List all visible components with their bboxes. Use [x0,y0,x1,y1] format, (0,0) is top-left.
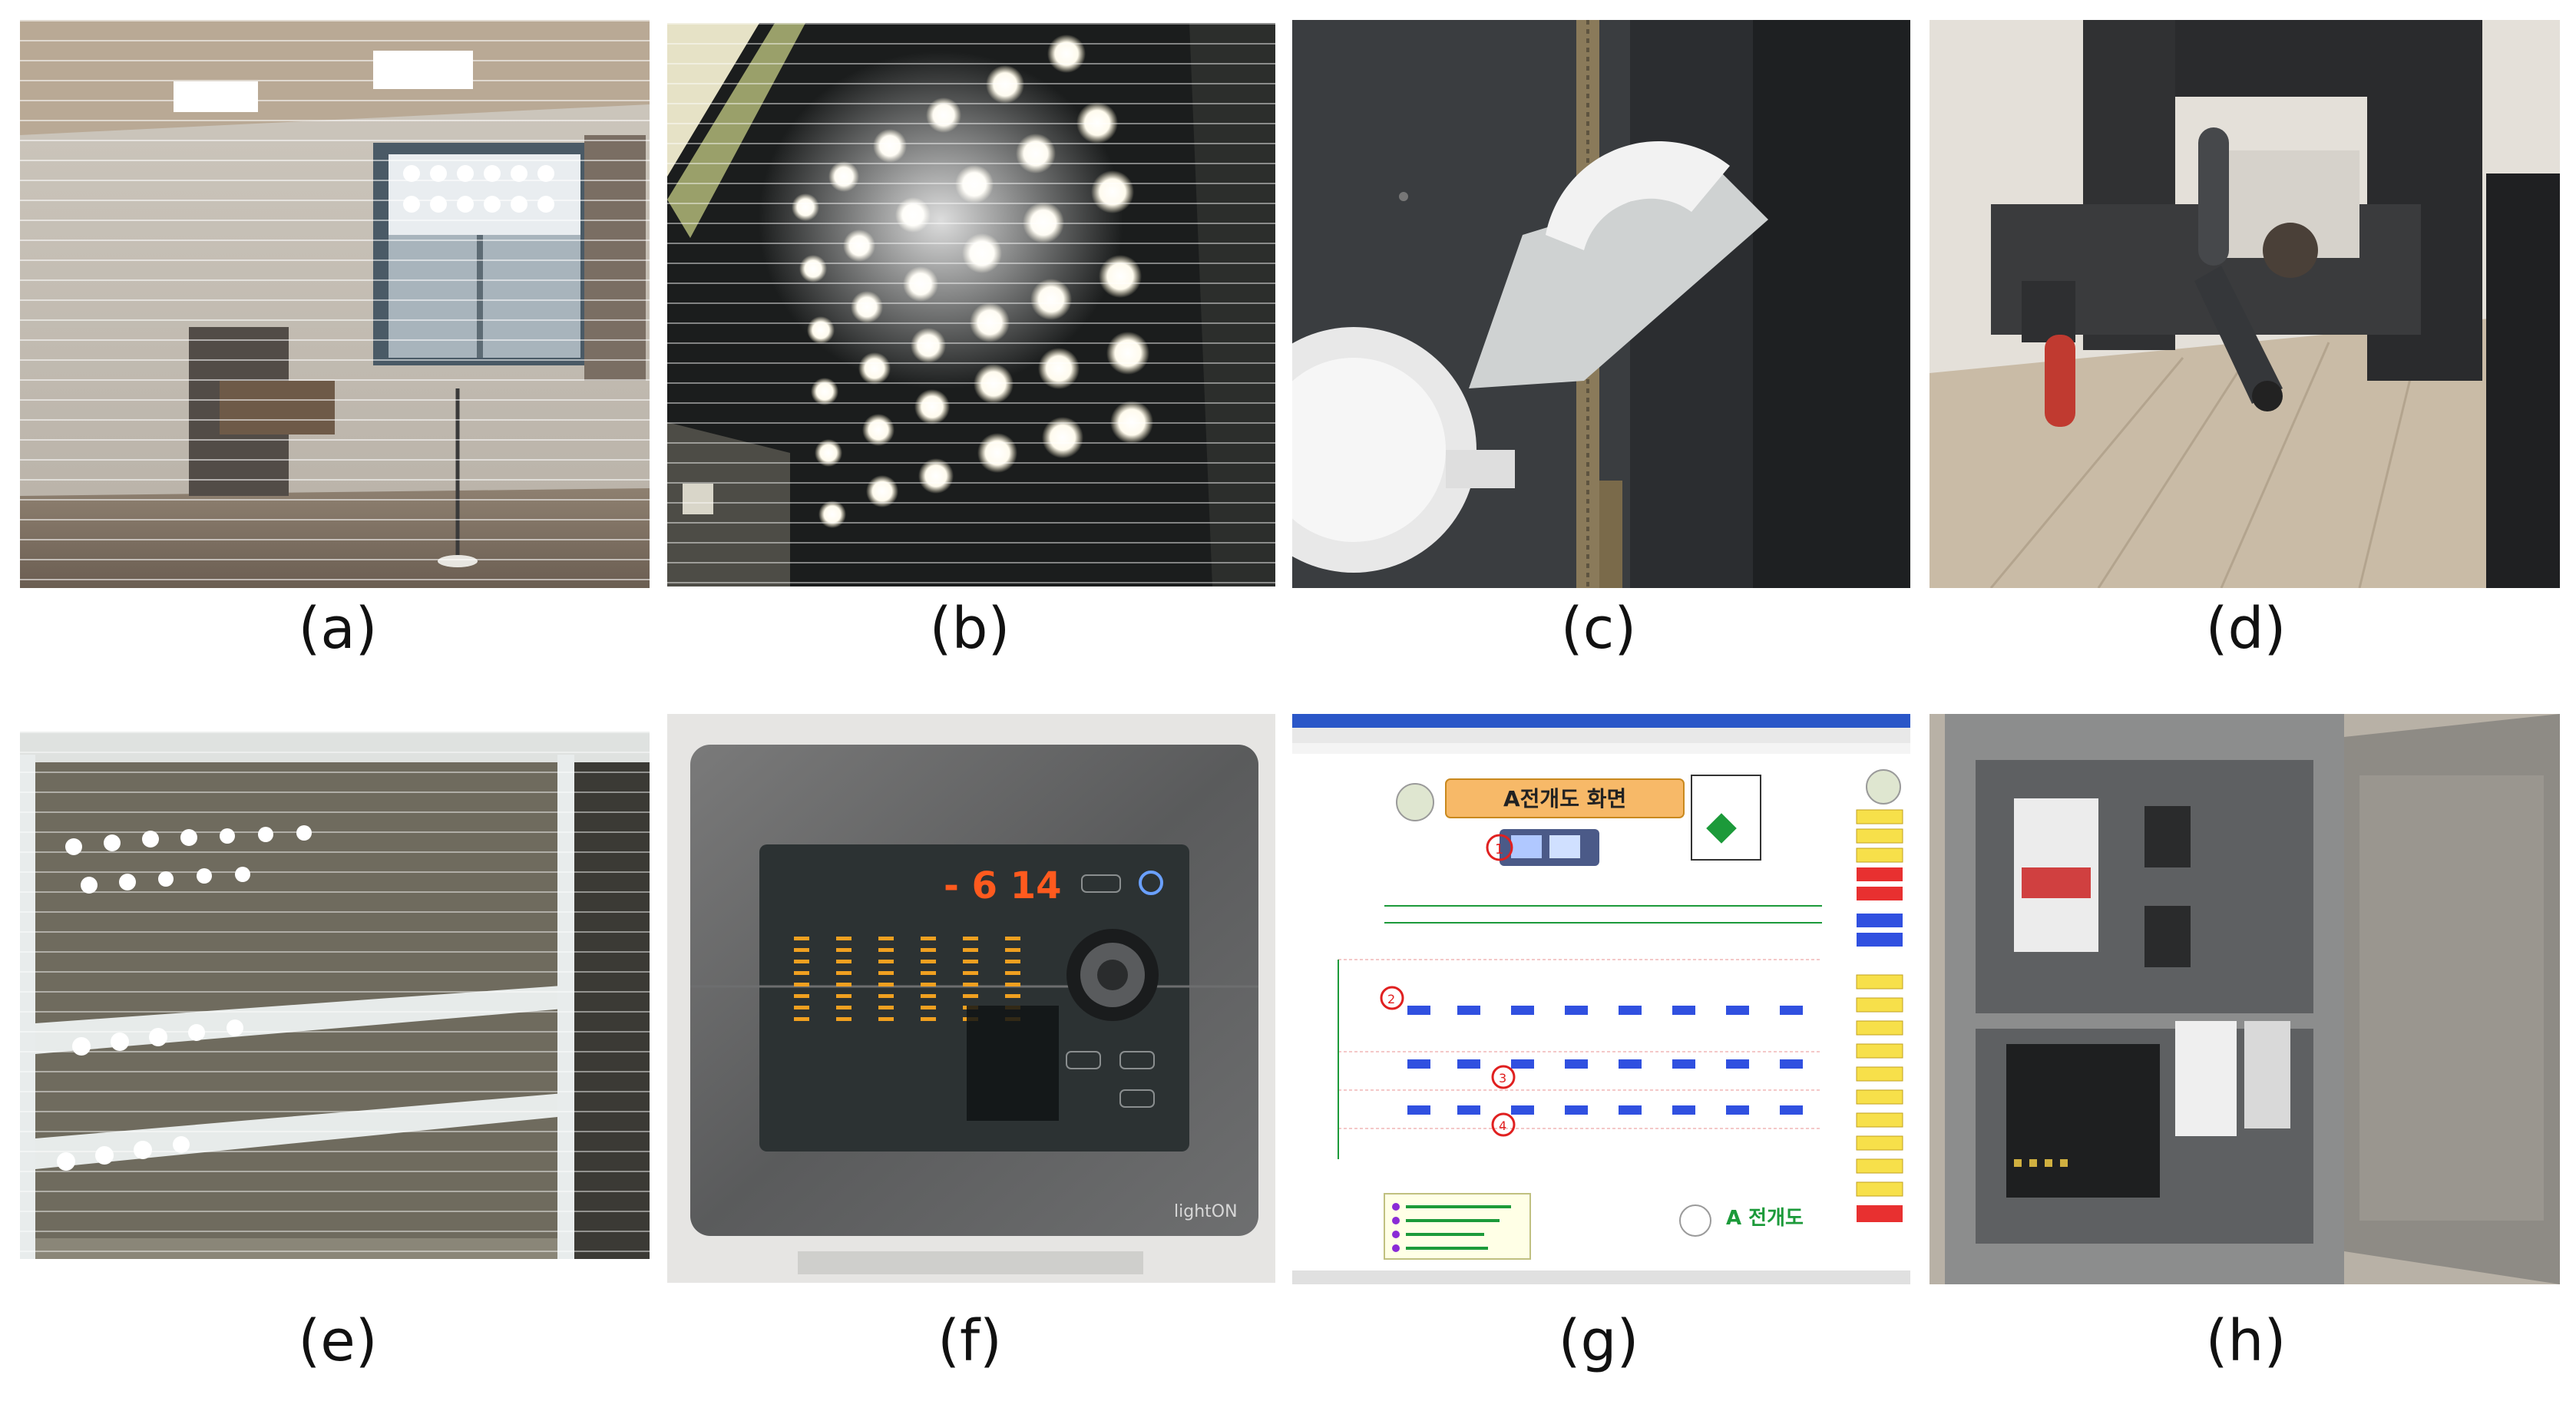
marker-3: 3 [1499,1071,1506,1085]
photo-f-control-panel: - 6 14 lightON [667,714,1275,1283]
caption-b: (b) [929,596,1010,662]
photo-g-monitoring-screen: A전개도 화면 1 2 3 4 A 전개도 [1292,714,1910,1284]
caption-e: (e) [298,1308,378,1374]
photo-h-electrical-cabinet [1930,714,2560,1284]
panel-f-brand: lightON [1174,1202,1238,1221]
marker-4: 4 [1499,1118,1506,1133]
photo-b-led-light-array [667,23,1275,587]
photo-c-angle-gauge [1292,20,1910,588]
panel-f-display: - 6 14 [944,864,1062,907]
caption-h: (h) [2205,1308,2287,1374]
photo-a-test-room [20,20,650,588]
marker-1: 1 [1495,841,1503,857]
photo-d-crank-handle [1930,20,2560,588]
caption-f: (f) [937,1308,1002,1374]
caption-d: (d) [2205,596,2287,662]
caption-a: (a) [298,596,378,662]
caption-g: (g) [1558,1308,1639,1374]
section-label: A 전개도 [1726,1207,1804,1230]
marker-2: 2 [1387,992,1395,1006]
caption-c: (c) [1560,596,1637,662]
screen-title: A전개도 화면 [1503,786,1626,811]
photo-e-glass-chamber [20,732,650,1259]
